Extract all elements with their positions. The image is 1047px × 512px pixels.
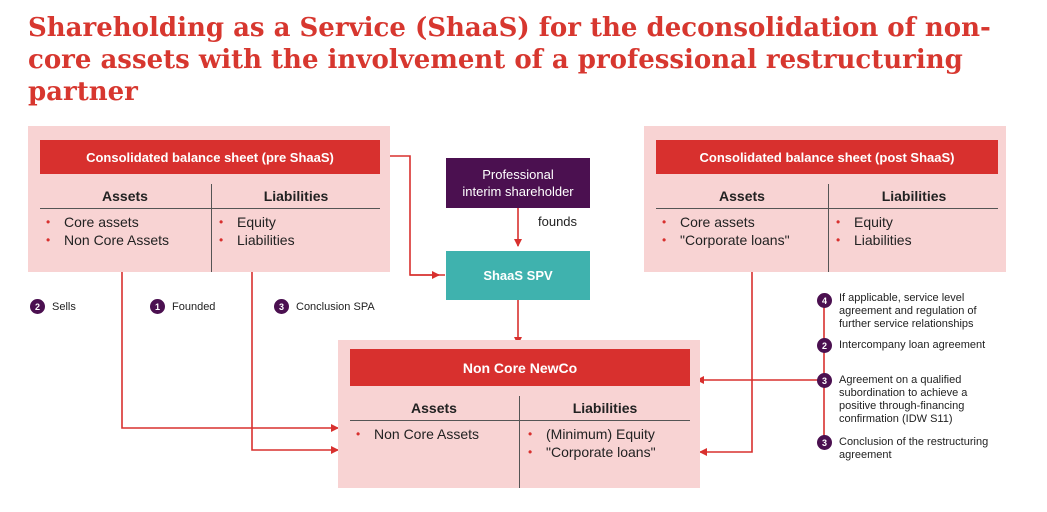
newco-assets-heading: Assets	[411, 400, 457, 416]
step-sells: 2 Sells	[30, 299, 76, 314]
newco-header: Non Core NewCo	[350, 349, 690, 386]
arrow-spv-to-pre-sheet	[382, 152, 445, 276]
post-divider-horizontal	[656, 208, 998, 209]
step-number-badge: 1	[150, 299, 165, 314]
pre-divider-horizontal	[40, 208, 380, 209]
step-number-badge: 2	[30, 299, 45, 314]
step-label: Conclusion SPA	[296, 300, 375, 313]
founds-label: founds	[538, 214, 578, 229]
list-item: Liabilities	[215, 231, 375, 249]
step-founded: 1 Founded	[150, 299, 215, 314]
step-conclusion-spa: 3 Conclusion SPA	[274, 299, 375, 314]
newco-divider-vertical	[519, 396, 520, 488]
interim-shareholder-box: Professional interim shareholder	[446, 158, 590, 208]
step-qualified-subordination: Agreement on a qualified subordination t…	[839, 374, 968, 425]
pre-liabilities-heading: Liabilities	[263, 188, 329, 204]
list-item: Non Core Assets	[42, 231, 207, 249]
newco-liabilities-list: (Minimum) Equity "Corporate loans"	[524, 425, 694, 461]
step-number-badge: 2	[817, 338, 832, 353]
list-item: "Corporate loans"	[524, 443, 694, 461]
step-number-badge: 3	[817, 435, 832, 450]
arrow-post-to-newco	[699, 272, 753, 456]
newco-divider-horizontal	[350, 420, 690, 421]
post-balance-sheet-header: Consolidated balance sheet (post ShaaS)	[656, 140, 998, 174]
arrow-sells	[121, 272, 339, 432]
list-item: (Minimum) Equity	[524, 425, 694, 443]
list-item: "Corporate loans"	[658, 231, 826, 249]
list-item: Equity	[215, 213, 375, 231]
post-divider-vertical	[828, 184, 829, 272]
step-label: Founded	[172, 300, 216, 313]
page-title: Shareholding as a Service (ShaaS) for th…	[28, 13, 991, 107]
list-item: Liabilities	[832, 231, 992, 249]
step-number-badge: 3	[274, 299, 289, 314]
list-item: Core assets	[658, 213, 826, 231]
pre-liabilities-list: Equity Liabilities	[215, 213, 375, 249]
step-number-badge: 3	[817, 373, 832, 388]
pre-assets-list: Core assets Non Core Assets	[42, 213, 207, 249]
post-liabilities-heading: Liabilities	[881, 188, 947, 204]
pre-divider-vertical	[211, 184, 212, 272]
post-assets-heading: Assets	[719, 188, 765, 204]
pre-assets-heading: Assets	[102, 188, 148, 204]
step-service-level-agreement: If applicable, service level agreement a…	[839, 292, 977, 330]
step-label: Sells	[52, 300, 76, 313]
arrow-conclusion-spa	[251, 272, 339, 454]
pre-balance-sheet-header: Consolidated balance sheet (pre ShaaS)	[40, 140, 380, 174]
interim-shareholder-line2: interim shareholder	[462, 184, 574, 199]
step-restructuring-agreement: Conclusion of the restructuring agreemen…	[839, 436, 989, 461]
newco-assets-list: Non Core Assets	[352, 425, 517, 443]
post-assets-list: Core assets "Corporate loans"	[658, 213, 826, 249]
list-item: Equity	[832, 213, 992, 231]
list-item: Non Core Assets	[352, 425, 517, 443]
shaas-spv-box: ShaaS SPV	[446, 251, 590, 300]
newco-liabilities-heading: Liabilities	[572, 400, 638, 416]
post-liabilities-list: Equity Liabilities	[832, 213, 992, 249]
list-item: Core assets	[42, 213, 207, 231]
step-number-badge: 4	[817, 293, 832, 308]
interim-shareholder-line1: Professional	[482, 167, 554, 182]
step-intercompany-loan: Intercompany loan agreement	[839, 339, 986, 351]
